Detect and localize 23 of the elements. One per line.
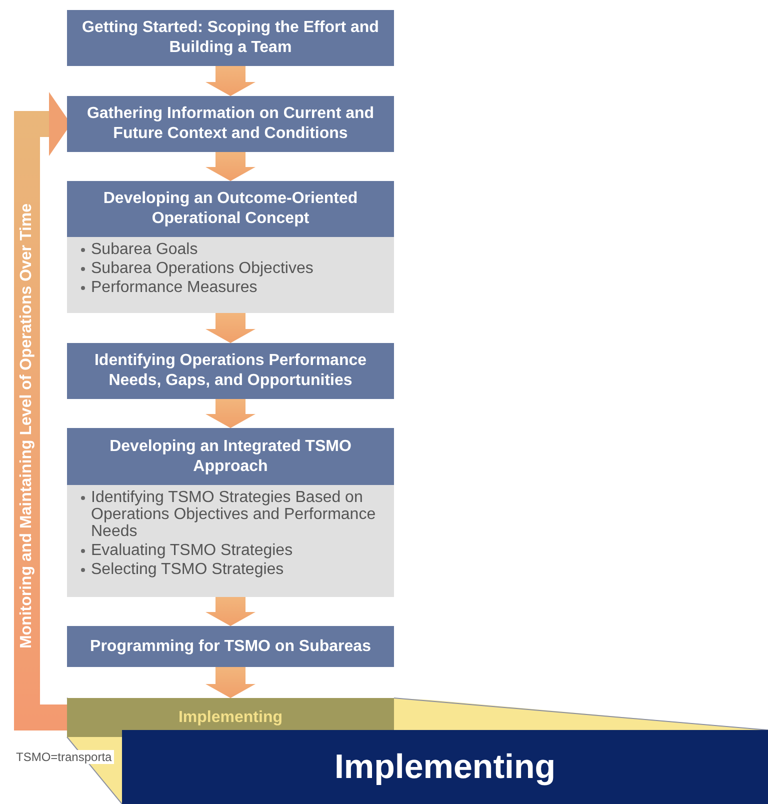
bullet-item: Selecting TSMO Strategies (81, 561, 384, 578)
footnote: TSMO=transporta (14, 750, 114, 764)
block-arrow (206, 152, 256, 181)
step-box: Programming for TSMO on Subareas (67, 626, 394, 667)
block-arrow (206, 399, 256, 428)
step-box: Identifying Operations Performance Needs, Gaps, and Opportunities (67, 343, 394, 399)
block-arrow (206, 667, 256, 698)
step-title: Developing an Integrated TSMO Approach (108, 436, 352, 476)
bullet-item: Performance Measures (81, 279, 384, 296)
block-arrow (206, 597, 256, 626)
edge-label: Monitoring and Maintaining Level of Operations Over Time (18, 203, 36, 648)
bullet-item: Subarea Goals (81, 241, 384, 258)
zoomed-stage-box: Implementing (122, 730, 768, 804)
step-card (67, 428, 394, 597)
step-box: Gathering Information on Current and Future Context and Conditions (67, 96, 394, 152)
step-card (67, 181, 394, 313)
step-title: Developing an Outcome-Oriented Operational Concept (102, 189, 359, 229)
block-arrow (206, 313, 256, 343)
bullet-item: Identifying TSMO Strategies Based on Operations Objectives and Performance Needs (81, 489, 384, 540)
bullet-item: Evaluating TSMO Strategies (81, 542, 384, 559)
block-arrow (206, 66, 256, 96)
step-box: Getting Started: Scoping the Effort and Building a Team (67, 10, 394, 66)
bullet-item: Subarea Operations Objectives (81, 260, 384, 277)
